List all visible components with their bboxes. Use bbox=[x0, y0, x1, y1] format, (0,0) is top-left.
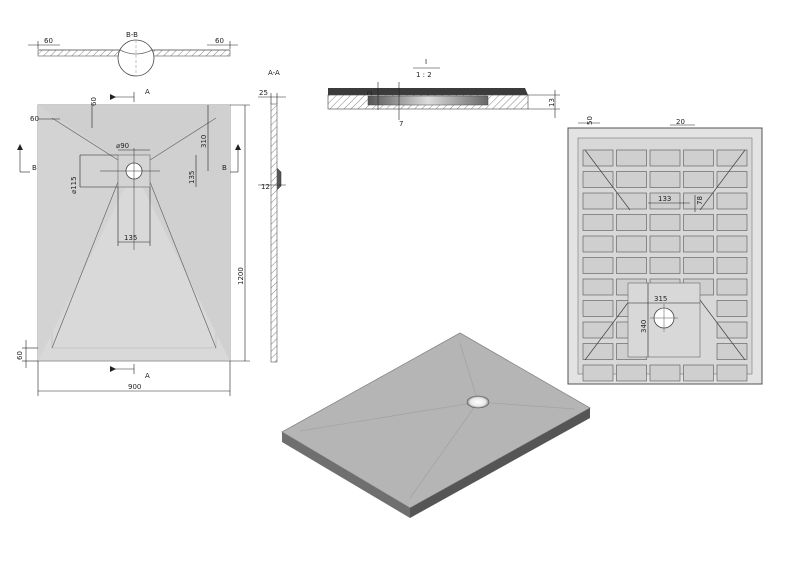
underside-cell bbox=[582, 149, 614, 167]
section-bb-left-dim: 60 bbox=[44, 37, 53, 45]
iso-front-edge bbox=[282, 432, 410, 518]
underside-cell bbox=[716, 300, 748, 317]
underside-slope-line bbox=[584, 299, 631, 361]
underside-cell bbox=[649, 149, 681, 167]
underside-dim-0: 50 bbox=[586, 116, 594, 125]
detail-dim-1: 2 bbox=[366, 91, 374, 95]
dim-height: 1200 bbox=[237, 267, 245, 285]
underside-cell bbox=[716, 257, 748, 274]
underside-cell bbox=[716, 171, 748, 188]
underside-dim-3: 78 bbox=[696, 196, 704, 205]
underside-cell bbox=[582, 343, 614, 360]
section-arrow-a-top: A bbox=[110, 88, 150, 102]
underside-cell bbox=[616, 171, 647, 188]
underside-cell bbox=[582, 257, 614, 274]
underside-cell bbox=[683, 149, 714, 167]
section-arrow-b-left: B bbox=[17, 144, 37, 173]
underside-slope-line bbox=[584, 149, 631, 211]
underside-cell bbox=[683, 192, 714, 210]
section-aa: A-A 25 12 bbox=[258, 69, 286, 363]
underside-cell bbox=[616, 235, 647, 253]
isometric-view bbox=[281, 332, 591, 518]
section-bb-right-dim: 60 bbox=[215, 37, 224, 45]
underside-cell bbox=[582, 235, 614, 253]
detail-drain-insert bbox=[367, 95, 489, 106]
underside-cell bbox=[683, 171, 714, 188]
detail-scale-top: I bbox=[425, 58, 427, 66]
dim-frame-diameter: ⌀115 bbox=[70, 176, 78, 194]
underside-cell bbox=[683, 257, 714, 274]
section-arrow-a-bottom: A bbox=[110, 364, 150, 380]
detail-scale: 1 : 2 bbox=[416, 71, 432, 79]
underside-cell bbox=[716, 278, 748, 296]
underside-cell bbox=[616, 364, 647, 382]
dim-top-offset: 60 bbox=[90, 97, 98, 106]
detail-view: I 1 : 2 7 2 13 bbox=[327, 58, 560, 128]
underside-cell bbox=[649, 257, 681, 274]
underside-cell bbox=[616, 192, 647, 210]
underside-cell bbox=[649, 214, 681, 231]
detail-top-layer bbox=[328, 88, 528, 95]
underside-dim-5: 340 bbox=[640, 320, 648, 333]
underside-cell bbox=[582, 214, 614, 231]
dim-width: 900 bbox=[128, 383, 141, 391]
detail-dim-0: 7 bbox=[399, 120, 403, 128]
underside-cell bbox=[649, 364, 681, 382]
underside-cell bbox=[716, 321, 748, 339]
dim-drain-from-top: 310 bbox=[200, 135, 208, 148]
underside-view: 50 20 133 78 315 340 bbox=[567, 116, 763, 385]
underside-cell bbox=[716, 149, 748, 167]
underside-cell bbox=[582, 300, 614, 317]
underside-cell bbox=[716, 343, 748, 360]
underside-cell bbox=[716, 192, 748, 210]
underside-cell bbox=[582, 278, 614, 296]
underside-slope-line bbox=[699, 149, 746, 211]
section-arrow-b-right: B bbox=[222, 144, 241, 173]
detail-dim-2: 13 bbox=[548, 98, 556, 107]
section-aa-profile bbox=[270, 103, 278, 363]
underside-slope-line bbox=[699, 299, 746, 361]
underside-cell bbox=[616, 214, 647, 231]
underside-cell bbox=[616, 149, 647, 167]
section-aa-top-dim: 25 bbox=[259, 89, 268, 97]
underside-cell bbox=[616, 257, 647, 274]
underside-dim-2: 133 bbox=[658, 195, 671, 203]
underside-cell bbox=[716, 364, 748, 382]
underside-cell bbox=[582, 192, 614, 210]
underside-cell bbox=[649, 192, 681, 210]
underside-cell bbox=[582, 321, 614, 339]
underside-cell bbox=[683, 235, 714, 253]
underside-cell bbox=[649, 235, 681, 253]
underside-dim-4: 315 bbox=[654, 295, 667, 303]
top-view: 60 60 ⌀90 ⌀115 310 135 135 1200 60 900 bbox=[16, 88, 250, 396]
section-aa-label: A-A bbox=[268, 69, 280, 77]
dim-drain-diameter: ⌀90 bbox=[116, 142, 129, 150]
svg-text:B: B bbox=[222, 164, 227, 172]
underside-cell bbox=[582, 171, 614, 188]
underside-cell bbox=[582, 364, 614, 382]
underside-dim-1: 20 bbox=[676, 118, 685, 126]
iso-drain bbox=[466, 395, 490, 409]
iso-top-surface bbox=[281, 332, 591, 509]
section-bb: B-B 60 60 bbox=[28, 31, 238, 77]
underside-cell bbox=[649, 171, 681, 188]
svg-text:B: B bbox=[32, 164, 37, 172]
underside-cell bbox=[716, 235, 748, 253]
dim-left-offset: 60 bbox=[30, 115, 39, 123]
section-bb-label: B-B bbox=[126, 31, 138, 39]
iso-side-edge bbox=[410, 408, 590, 518]
dim-drain-x: 135 bbox=[188, 171, 196, 184]
dim-bottom-offset: 60 bbox=[16, 351, 24, 360]
underside-cell bbox=[683, 364, 714, 382]
svg-text:A: A bbox=[145, 372, 150, 380]
underside-cell bbox=[683, 214, 714, 231]
dim-frame-width: 135 bbox=[124, 234, 137, 242]
section-aa-side-dim: 12 bbox=[261, 183, 270, 191]
svg-text:A: A bbox=[145, 88, 150, 96]
underside-cell bbox=[716, 214, 748, 231]
